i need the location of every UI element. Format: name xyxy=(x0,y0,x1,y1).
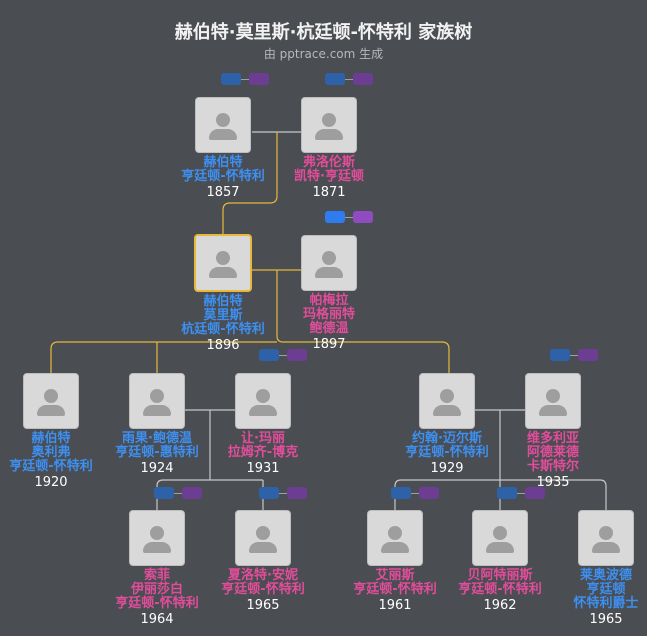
parent-child-link xyxy=(50,341,277,374)
expand-parents-button[interactable] xyxy=(259,349,279,361)
person-year: 1920 xyxy=(34,475,68,490)
avatar xyxy=(578,510,634,566)
person-node[interactable]: 雨果·鲍德温亨廷顿-惠特利 1924 xyxy=(87,373,227,477)
person-node[interactable]: 艾丽斯亨廷顿-怀特利 1961 xyxy=(325,510,465,614)
avatar xyxy=(525,373,581,429)
expand-spouse-button[interactable] xyxy=(182,487,202,499)
avatar xyxy=(419,373,475,429)
parent-child-link xyxy=(156,410,264,511)
expand-spouse-button[interactable] xyxy=(353,73,373,85)
person-year: 1964 xyxy=(140,612,174,627)
person-node[interactable]: 赫伯特奥利弗亨廷顿-怀特利 1920 xyxy=(0,373,121,491)
person-node[interactable]: 莱奥波德亨廷顿怀特利爵士 1965 xyxy=(536,510,647,628)
person-name: 赫伯特莫里斯杭廷顿-怀特利 xyxy=(181,294,265,337)
person-year: 1929 xyxy=(430,461,464,476)
expand-spouse-button[interactable] xyxy=(287,349,307,361)
expand-spouse-button[interactable] xyxy=(578,349,598,361)
expand-parents-button[interactable] xyxy=(325,73,345,85)
person-node[interactable]: 弗洛伦斯凯特·亨廷顿 1871 xyxy=(259,97,399,201)
person-year: 1965 xyxy=(589,612,623,627)
expand-parents-button[interactable] xyxy=(391,487,411,499)
person-year: 1857 xyxy=(206,185,240,200)
person-node[interactable]: 让·玛丽拉姆齐-博克 1931 xyxy=(193,373,333,477)
expand-spouse-button[interactable] xyxy=(419,487,439,499)
person-year: 1897 xyxy=(312,337,346,352)
person-node[interactable]: 夏洛特·安妮亨廷顿-怀特利 1965 xyxy=(193,510,333,614)
person-year: 1962 xyxy=(483,598,517,613)
person-name: 雨果·鲍德温亨廷顿-惠特利 xyxy=(115,431,199,460)
expand-parents-button[interactable] xyxy=(497,487,517,499)
avatar xyxy=(194,234,252,292)
person-name: 赫伯特奥利弗亨廷顿-怀特利 xyxy=(9,431,93,474)
avatar xyxy=(23,373,79,429)
person-name: 维多利亚阿德莱德卡斯特尔 xyxy=(526,431,579,474)
person-year: 1965 xyxy=(246,598,280,613)
expand-parents-button[interactable] xyxy=(259,487,279,499)
avatar xyxy=(367,510,423,566)
person-node[interactable]: 贝阿特丽斯亨廷顿-怀特利 1962 xyxy=(430,510,570,614)
parent-child-link xyxy=(222,132,278,235)
person-year: 1931 xyxy=(246,461,280,476)
avatar xyxy=(472,510,528,566)
expand-parents-button[interactable] xyxy=(221,73,241,85)
person-name: 夏洛特·安妮亨廷顿-怀特利 xyxy=(221,568,305,597)
page-subtitle: 由 pptrace.com 生成 xyxy=(263,47,384,61)
person-node[interactable]: 索菲伊丽莎白亨廷顿-怀特利 1964 xyxy=(87,510,227,628)
avatar xyxy=(235,510,291,566)
person-name: 赫伯特亨廷顿-怀特利 xyxy=(181,155,265,184)
person-name: 约翰·迈尔斯亨廷顿-怀特利 xyxy=(405,431,489,460)
person-name: 弗洛伦斯凯特·亨廷顿 xyxy=(294,155,364,184)
expand-spouse-button[interactable] xyxy=(249,73,269,85)
person-name: 帕梅拉玛格丽特鲍德温 xyxy=(302,293,355,336)
person-year: 1961 xyxy=(378,598,412,613)
person-year: 1924 xyxy=(140,461,174,476)
person-node[interactable]: 帕梅拉玛格丽特鲍德温 1897 xyxy=(259,235,399,353)
person-node-selected[interactable]: 赫伯特莫里斯杭廷顿-怀特利 1896 xyxy=(153,234,293,354)
avatar xyxy=(129,373,185,429)
person-node[interactable]: 维多利亚阿德莱德卡斯特尔 1935 xyxy=(483,373,623,491)
avatar xyxy=(129,510,185,566)
expand-spouse-button[interactable] xyxy=(525,487,545,499)
person-name: 索菲伊丽莎白亨廷顿-怀特利 xyxy=(115,568,199,611)
person-year: 1896 xyxy=(206,338,240,353)
avatar xyxy=(195,97,251,153)
expand-spouse-button[interactable] xyxy=(353,211,373,223)
person-node[interactable]: 约翰·迈尔斯亨廷顿-怀特利 1929 xyxy=(377,373,517,477)
person-name: 让·玛丽拉姆齐-博克 xyxy=(227,431,299,460)
expand-parents-button[interactable] xyxy=(154,487,174,499)
parent-child-link xyxy=(394,410,607,511)
expand-parents-button[interactable] xyxy=(550,349,570,361)
person-year: 1935 xyxy=(536,475,570,490)
avatar xyxy=(301,235,357,291)
page-title: 赫伯特·莫里斯·杭廷顿-怀特利 家族树 xyxy=(174,22,473,43)
avatar xyxy=(301,97,357,153)
person-year: 1871 xyxy=(312,185,346,200)
expand-parents-button[interactable] xyxy=(325,211,345,223)
parent-child-link xyxy=(276,270,450,374)
person-name: 莱奥波德亨廷顿怀特利爵士 xyxy=(573,568,639,611)
person-node[interactable]: 赫伯特亨廷顿-怀特利 1857 xyxy=(153,97,293,201)
person-name: 贝阿特丽斯亨廷顿-怀特利 xyxy=(458,568,542,597)
avatar xyxy=(235,373,291,429)
person-name: 艾丽斯亨廷顿-怀特利 xyxy=(353,568,437,597)
expand-spouse-button[interactable] xyxy=(287,487,307,499)
